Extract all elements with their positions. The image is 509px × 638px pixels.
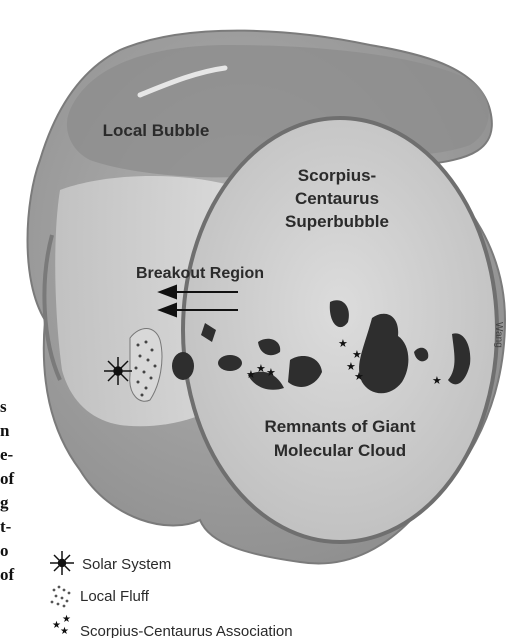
- svg-text:★: ★: [338, 337, 348, 350]
- svg-text:★: ★: [256, 362, 266, 375]
- clipped-body-text: s n e- of g t- o of: [0, 397, 15, 584]
- svg-text:★: ★: [60, 626, 69, 637]
- sco-cen-legend-icon: ★★★: [52, 614, 71, 637]
- svg-text:★: ★: [432, 374, 442, 387]
- body-text-line: s: [0, 397, 7, 416]
- legend-local-fluff: Local Fluff: [80, 588, 150, 605]
- solar-system-legend-icon: [50, 551, 74, 575]
- svg-text:★: ★: [354, 370, 364, 383]
- legend-solar-system: Solar System: [82, 556, 171, 573]
- credit-text: Wang: [493, 322, 504, 348]
- local-fluff-legend-icon: [51, 586, 71, 608]
- legend-sco-cen-association: Scorpius-Centaurus Association: [80, 623, 293, 638]
- solar-system-marker: [104, 357, 132, 385]
- body-text-line: g: [0, 493, 9, 512]
- remnants-label-line2: Molecular Cloud: [274, 441, 406, 460]
- body-text-line: of: [0, 565, 15, 584]
- svg-text:★: ★: [62, 614, 71, 625]
- breakout-region-label: Breakout Region: [136, 265, 264, 282]
- body-text-line: t-: [0, 517, 12, 536]
- svg-text:★: ★: [266, 366, 276, 379]
- local-bubble-label: Local Bubble: [103, 121, 210, 140]
- body-text-line: e-: [0, 445, 14, 464]
- legend: Solar System Local Fluff ★★★ Scorpius-Ce…: [50, 551, 293, 638]
- body-text-line: n: [0, 421, 10, 440]
- body-text-line: of: [0, 469, 15, 488]
- superbubble-label-line3: Superbubble: [285, 212, 389, 231]
- remnants-label-line1: Remnants of Giant: [264, 417, 415, 436]
- body-text-line: o: [0, 541, 9, 560]
- superbubble-label-line1: Scorpius-: [298, 166, 376, 185]
- superbubble-label-line2: Centaurus: [295, 189, 379, 208]
- svg-text:★: ★: [246, 368, 256, 381]
